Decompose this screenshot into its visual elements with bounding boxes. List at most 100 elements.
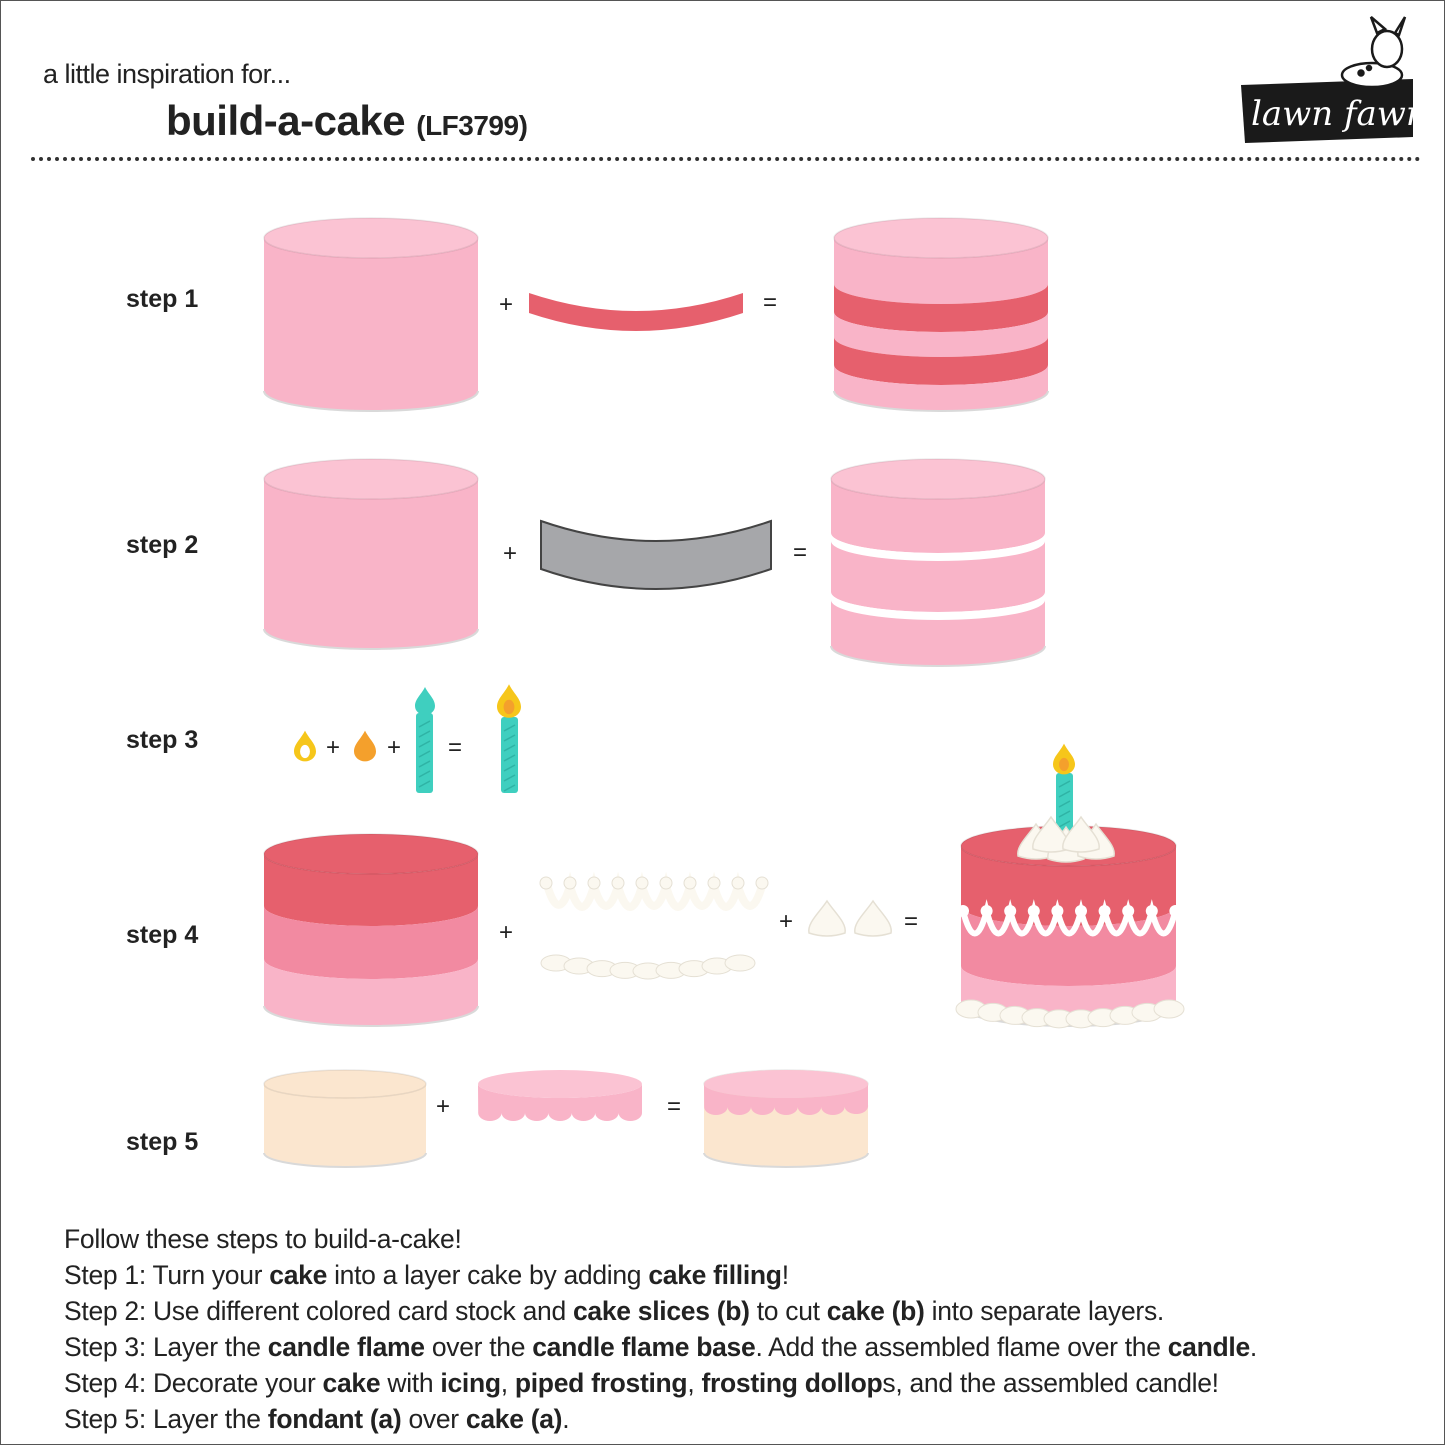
logo-lettering: lawn fawn bbox=[1251, 94, 1422, 134]
cake-layer bbox=[961, 846, 1176, 926]
page-title: build-a-cake (LF3799) bbox=[166, 97, 528, 145]
icing-dot bbox=[980, 905, 993, 917]
icing-dot bbox=[683, 876, 697, 890]
cake-layer bbox=[831, 533, 1045, 561]
cake-shadow bbox=[263, 628, 479, 650]
candle-stripe bbox=[503, 724, 516, 732]
instruction-line: Follow these steps to build-a-cake! bbox=[64, 1221, 1257, 1257]
icing-dot bbox=[635, 876, 649, 890]
candle-stripe bbox=[418, 770, 431, 778]
candle-stripe bbox=[418, 750, 431, 758]
cake-layer bbox=[831, 479, 1045, 553]
candle-stripe bbox=[503, 764, 516, 772]
cake-layer bbox=[264, 906, 478, 979]
candle-stripe bbox=[503, 754, 516, 762]
candle-stripe bbox=[1058, 780, 1071, 788]
instruction-text: , bbox=[687, 1368, 702, 1398]
cake-filling bbox=[529, 293, 743, 331]
step5-cake bbox=[263, 1069, 427, 1168]
icing-dot bbox=[1098, 905, 1111, 917]
instruction-text: . Add the assembled flame over the bbox=[755, 1332, 1168, 1362]
cake-shadow bbox=[263, 1005, 479, 1027]
cake-layer bbox=[264, 854, 478, 926]
assembled-candle bbox=[501, 717, 518, 793]
cake-layer bbox=[831, 541, 1045, 612]
icing-dot bbox=[1145, 905, 1158, 917]
candle-stripe bbox=[418, 740, 431, 748]
instruction-text: to cut bbox=[749, 1296, 827, 1326]
cake-icing bbox=[957, 899, 1182, 937]
instruction-text: Step 3: Layer the bbox=[64, 1332, 268, 1362]
cake-piped-frosting bbox=[955, 999, 1185, 1029]
step-1-label: step 1 bbox=[126, 285, 199, 313]
cake-layer bbox=[834, 337, 1048, 385]
instruction-text: Step 4: Decorate your bbox=[64, 1368, 323, 1398]
candle-stripe bbox=[418, 760, 431, 768]
instruction-text: Step 1: Turn your bbox=[64, 1260, 270, 1290]
candle-stripe bbox=[1058, 810, 1071, 818]
icing-dot bbox=[1075, 905, 1087, 917]
candle-teal-tip bbox=[415, 687, 435, 715]
fondant-top bbox=[704, 1070, 868, 1098]
instruction-line: Step 3: Layer the candle flame over the … bbox=[64, 1329, 1257, 1365]
candle-flame-base bbox=[354, 730, 376, 762]
instruction-text: over bbox=[401, 1404, 466, 1434]
step-5-label: step 5 bbox=[126, 1128, 199, 1156]
decorated-flame bbox=[1053, 743, 1075, 775]
fondant bbox=[478, 1070, 642, 1121]
fawn-icon bbox=[1340, 16, 1407, 89]
step-4-label: step 4 bbox=[126, 921, 199, 949]
icing bbox=[539, 871, 769, 911]
cake-layer bbox=[831, 592, 1045, 620]
dotted-divider bbox=[31, 157, 1421, 161]
frosting-dollop bbox=[808, 899, 846, 937]
part-name: candle flame base bbox=[532, 1332, 756, 1362]
fondant-on-cake bbox=[704, 1070, 869, 1115]
cake-top bbox=[263, 458, 479, 500]
instruction-text: into separate layers. bbox=[924, 1296, 1165, 1326]
icing-dot bbox=[659, 876, 673, 890]
piped-frosting bbox=[540, 954, 756, 980]
candle-stripe bbox=[418, 730, 431, 738]
cake-illustrations bbox=[263, 217, 1185, 1168]
step2-cake bbox=[263, 458, 479, 650]
step1-cake bbox=[263, 217, 479, 412]
candle-stripe bbox=[1058, 820, 1071, 828]
candle-stripe bbox=[503, 774, 516, 782]
candle-stripe bbox=[1058, 800, 1071, 808]
candle-stripe bbox=[503, 734, 516, 742]
cake-slice-die bbox=[540, 519, 772, 590]
instruction-text: , bbox=[500, 1368, 515, 1398]
cake-top bbox=[830, 458, 1046, 500]
flame-inner bbox=[503, 699, 515, 715]
flame-inner bbox=[300, 744, 310, 759]
candle bbox=[416, 713, 433, 793]
step-2-label: step 2 bbox=[126, 531, 199, 559]
instruction-text: Follow these steps to build-a-cake! bbox=[64, 1224, 462, 1254]
part-name: frosting dollop bbox=[701, 1368, 883, 1398]
step4-cake bbox=[263, 833, 479, 1027]
part-name: icing bbox=[440, 1368, 501, 1398]
fondant-body bbox=[478, 1084, 642, 1121]
cake-shadow bbox=[833, 390, 1049, 412]
step2-layered-cake bbox=[830, 458, 1046, 667]
equals-sign: = bbox=[448, 734, 463, 761]
cake-layer bbox=[834, 284, 1048, 332]
part-name: candle flame bbox=[267, 1332, 425, 1362]
cake-shadow bbox=[263, 1152, 427, 1168]
icing-dot bbox=[707, 876, 721, 890]
flame-outer bbox=[354, 730, 376, 762]
cake-layer bbox=[834, 238, 1048, 304]
candle-stripe bbox=[418, 780, 431, 788]
icing-dot bbox=[1027, 905, 1040, 917]
icing-dot bbox=[957, 905, 969, 917]
equals-sign: = bbox=[793, 539, 808, 566]
candle-flame bbox=[294, 730, 316, 762]
instruction-text: Step 2: Use different colored card stock… bbox=[64, 1296, 573, 1326]
candle-stripe bbox=[503, 744, 516, 752]
instructions: Follow these steps to build-a-cake! Step … bbox=[64, 1221, 1257, 1437]
plus-sign: + bbox=[779, 908, 794, 935]
cake-layer bbox=[831, 600, 1045, 666]
part-name: cake bbox=[322, 1368, 381, 1398]
